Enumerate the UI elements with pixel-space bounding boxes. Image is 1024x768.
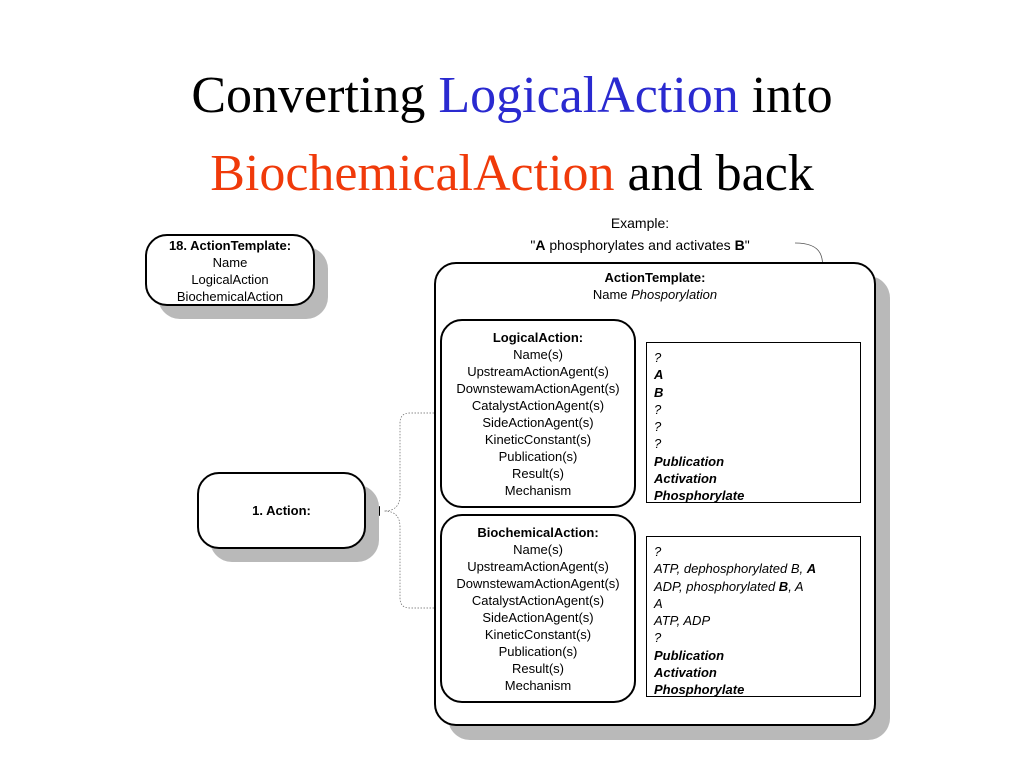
biochemical-field: CatalystActionAgent(s) bbox=[471, 593, 605, 608]
logical-field: Mechanism bbox=[504, 483, 572, 498]
biochemical-value: Publication bbox=[654, 647, 725, 663]
connector-biochemical-to-action bbox=[383, 510, 440, 609]
title-line-1: Converting LogicalAction into bbox=[0, 66, 1024, 126]
action-header: 1. Action: bbox=[252, 503, 311, 518]
logical-value: ? bbox=[654, 419, 662, 435]
biochemical-values-box: ? ATP, dephosphorylated B, A ADP, phosph… bbox=[646, 536, 861, 697]
biochemical-value: A bbox=[654, 595, 663, 611]
biochemical-field: SideActionAgent(s) bbox=[482, 610, 594, 625]
biochemical-action-box[interactable]: BiochemicalAction: Name(s) UpstreamActio… bbox=[440, 514, 636, 703]
biochemical-field: KineticConstant(s) bbox=[484, 627, 592, 642]
biochemical-value: ? bbox=[654, 544, 662, 559]
logical-values-box: ? A B ? ? ? Publication Activation Phosp… bbox=[646, 342, 861, 503]
biochemical-value: ADP, phosphorylated B, A bbox=[654, 578, 860, 595]
logical-field: KineticConstant(s) bbox=[484, 432, 592, 447]
title-text-converting: Converting bbox=[191, 67, 439, 124]
field-name: Name bbox=[212, 255, 248, 270]
title-line-2: BiochemicalAction and back bbox=[0, 144, 1024, 204]
logical-value: ? bbox=[654, 436, 662, 452]
example-agent-a: A bbox=[535, 237, 546, 253]
logical-field: DownstewamActionAgent(s) bbox=[456, 381, 620, 396]
biochemical-value: Activation bbox=[654, 665, 717, 681]
logical-value: B bbox=[654, 384, 664, 400]
title-text-and-back: and back bbox=[614, 145, 814, 202]
action-template-big-header: ActionTemplate: bbox=[604, 270, 706, 285]
logical-value: ? bbox=[654, 401, 662, 417]
biochemical-field: DownstewamActionAgent(s) bbox=[456, 576, 620, 591]
biochemical-value: ATP, dephosphorylated B, A bbox=[654, 560, 860, 577]
field-logicalaction: LogicalAction bbox=[191, 272, 269, 287]
example-quote-open: " bbox=[530, 237, 536, 253]
field-biochemicalaction: BiochemicalAction bbox=[176, 289, 284, 304]
name-value: Phosporylation bbox=[631, 287, 718, 302]
biochemical-action-header: BiochemicalAction: bbox=[477, 525, 599, 540]
logical-action-box[interactable]: LogicalAction: Name(s) UpstreamActionAge… bbox=[440, 319, 636, 508]
logical-field: CatalystActionAgent(s) bbox=[471, 398, 605, 413]
biochemical-value-part: , A bbox=[788, 578, 804, 594]
logical-field: Name(s) bbox=[513, 347, 563, 362]
action-template-small[interactable]: 18. ActionTemplate: Name LogicalAction B… bbox=[145, 234, 315, 306]
logical-field: UpstreamActionAgent(s) bbox=[467, 364, 609, 379]
action-template-small-header: 18. ActionTemplate: bbox=[168, 238, 292, 253]
connector-logical-to-action bbox=[383, 412, 440, 512]
biochemical-value: ATP, ADP bbox=[654, 613, 711, 629]
biochemical-value-part: B bbox=[778, 578, 789, 594]
example-label: Example: bbox=[610, 215, 670, 231]
biochemical-field: Name(s) bbox=[513, 542, 563, 557]
biochemical-field: Result(s) bbox=[511, 661, 564, 676]
logical-value: Activation bbox=[654, 471, 717, 487]
title-text-into: into bbox=[738, 67, 833, 124]
logical-field: SideActionAgent(s) bbox=[482, 415, 594, 430]
example-verb: phosphorylates and activates bbox=[545, 237, 735, 253]
logical-value: Phosphorylate bbox=[654, 488, 745, 504]
name-label: Name bbox=[592, 287, 632, 302]
biochemical-value: Phosphorylate bbox=[654, 682, 745, 698]
biochemical-value-part: A bbox=[806, 561, 817, 577]
biochemical-field: Publication(s) bbox=[498, 644, 578, 659]
title-text-logicalaction: LogicalAction bbox=[438, 67, 739, 124]
example-agent-b: B bbox=[734, 237, 745, 253]
example-quote-close: " bbox=[744, 237, 750, 253]
action-box[interactable]: 1. Action: bbox=[197, 472, 366, 549]
example-text: Example: "A phosphorylates and activates… bbox=[490, 212, 790, 256]
biochemical-field: UpstreamActionAgent(s) bbox=[467, 559, 609, 574]
logical-action-header: LogicalAction: bbox=[492, 330, 584, 345]
biochemical-value-part: ATP, dephosphorylated B, bbox=[654, 561, 807, 577]
logical-value: Publication bbox=[654, 453, 725, 469]
title-text-biochemicalaction: BiochemicalAction bbox=[210, 145, 615, 202]
biochemical-value-part: ADP, phosphorylated bbox=[654, 578, 779, 594]
action-template-name: Name Phosporylation bbox=[436, 286, 874, 303]
logical-value: A bbox=[654, 367, 664, 383]
logical-field: Result(s) bbox=[511, 466, 564, 481]
biochemical-value: ? bbox=[654, 630, 662, 646]
example-sentence: "A phosphorylates and activates B" bbox=[490, 234, 790, 256]
biochemical-field: Mechanism bbox=[504, 678, 572, 693]
logical-value: ? bbox=[654, 350, 662, 365]
logical-field: Publication(s) bbox=[498, 449, 578, 464]
